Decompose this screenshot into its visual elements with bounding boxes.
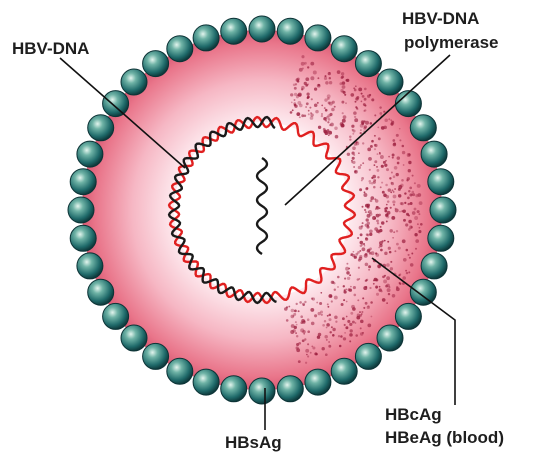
surface-bead-icon	[103, 91, 129, 117]
surface-bead-icon	[68, 197, 94, 223]
surface-bead-icon	[143, 343, 169, 369]
surface-bead-icon	[421, 253, 447, 279]
surface-bead-icon	[355, 343, 381, 369]
surface-bead-icon	[143, 51, 169, 77]
surface-bead-icon	[77, 253, 103, 279]
surface-bead-icon	[410, 279, 436, 305]
surface-bead-icon	[70, 225, 96, 251]
surface-bead-icon	[277, 376, 303, 402]
surface-bead-icon	[70, 169, 96, 195]
hbeag-label: HBeAg (blood)	[385, 428, 504, 447]
surface-bead-icon	[428, 225, 454, 251]
surface-bead-icon	[421, 141, 447, 167]
polymerase-label-line2: polymerase	[404, 33, 499, 52]
surface-bead-icon	[428, 169, 454, 195]
surface-bead-icon	[430, 197, 456, 223]
hbcag-label: HBcAg	[385, 405, 442, 424]
surface-bead-icon	[221, 376, 247, 402]
surface-bead-icon	[121, 69, 147, 95]
surface-bead-icon	[221, 18, 247, 44]
surface-bead-icon	[377, 325, 403, 351]
surface-bead-icon	[77, 141, 103, 167]
surface-bead-icon	[121, 325, 147, 351]
surface-bead-icon	[249, 378, 275, 404]
surface-bead-icon	[395, 303, 421, 329]
surface-bead-icon	[88, 115, 114, 141]
surface-bead-icon	[103, 303, 129, 329]
surface-bead-icon	[395, 91, 421, 117]
surface-bead-icon	[167, 358, 193, 384]
surface-bead-icon	[193, 369, 219, 395]
surface-bead-icon	[331, 36, 357, 62]
surface-bead-icon	[305, 369, 331, 395]
surface-bead-icon	[249, 16, 275, 42]
hbsag-label: HBsAg	[225, 433, 282, 452]
surface-bead-icon	[88, 279, 114, 305]
surface-bead-icon	[277, 18, 303, 44]
surface-bead-icon	[167, 36, 193, 62]
surface-bead-icon	[193, 25, 219, 51]
surface-bead-icon	[305, 25, 331, 51]
surface-bead-icon	[355, 51, 381, 77]
hbv-dna-label: HBV-DNA	[12, 39, 89, 58]
polymerase-label-line1: HBV-DNA	[402, 9, 479, 28]
viral-core	[174, 122, 350, 298]
surface-bead-icon	[410, 115, 436, 141]
surface-bead-icon	[377, 69, 403, 95]
surface-bead-icon	[331, 358, 357, 384]
